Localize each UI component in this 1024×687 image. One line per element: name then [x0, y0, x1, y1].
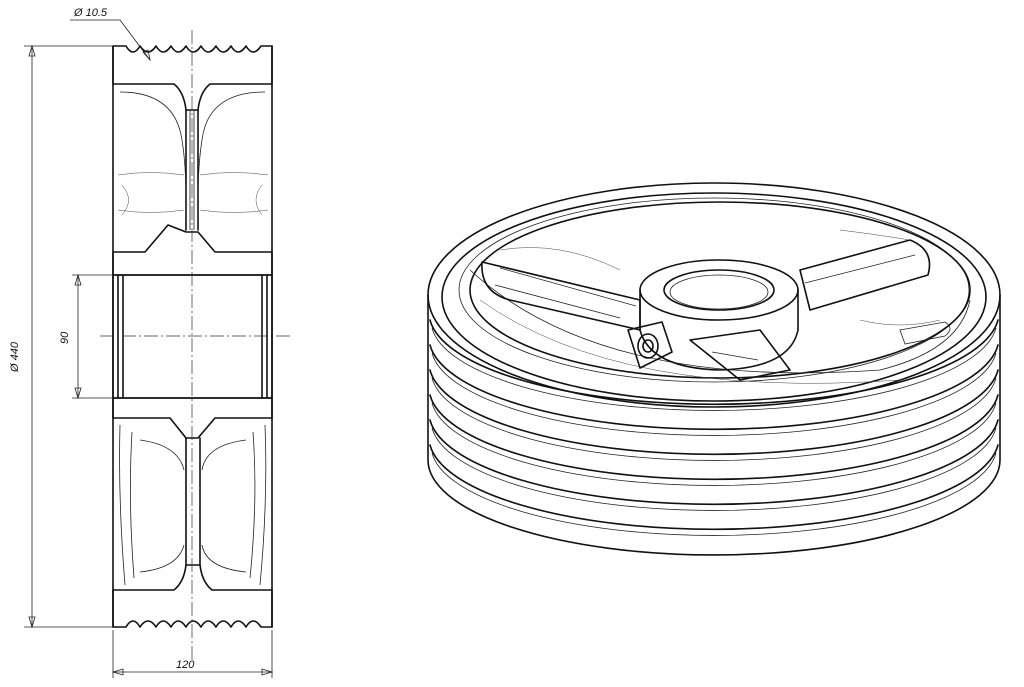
outer-diameter-label: Ø 440 [9, 341, 21, 373]
spoke-left [481, 261, 641, 331]
top-rim [427, 182, 1001, 408]
bore [112, 274, 273, 399]
bottom-rim-section [112, 564, 273, 628]
spoke-bottom [689, 329, 791, 381]
set-screw-hole [637, 333, 659, 359]
upper-hub-section [112, 224, 273, 276]
width-label: 120 [176, 659, 195, 671]
bore-label: 90 [59, 331, 71, 344]
groove-diameter-label: Ø 10.5 [73, 7, 108, 19]
spoke-right [799, 239, 931, 311]
lower-web [185, 437, 201, 566]
hub [639, 289, 799, 371]
hub-bore [663, 269, 775, 311]
dimensions: Ø 440 90 120 Ø 10.5 [9, 7, 274, 678]
upper-web [185, 109, 199, 231]
section-view [100, 30, 290, 660]
lower-hub-section [112, 397, 273, 439]
isometric-view [427, 182, 1001, 556]
top-rim-section [112, 45, 273, 111]
